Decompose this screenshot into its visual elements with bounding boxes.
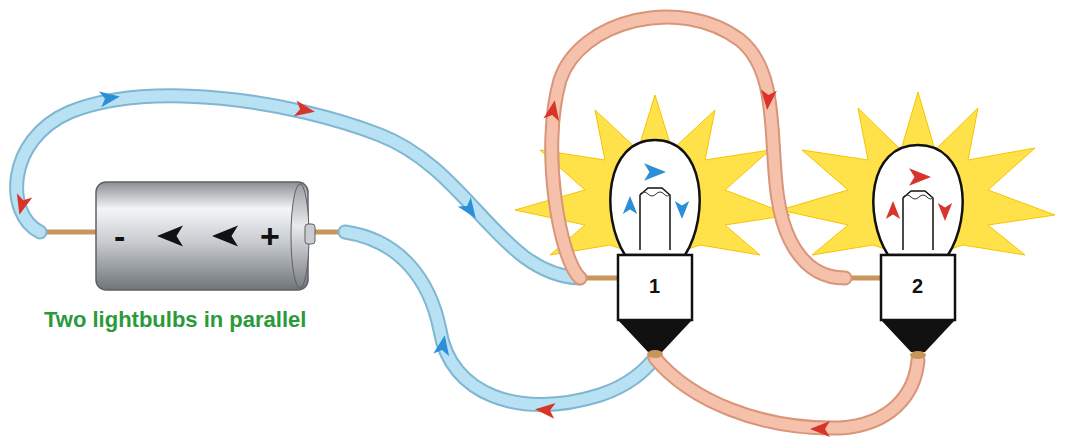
terminal-sign: + — [260, 217, 280, 256]
caption-text: Two lightbulbs in parallel — [44, 307, 306, 333]
callout-number: 2 — [912, 275, 923, 298]
light-burst — [780, 92, 1055, 260]
wires — [17, 17, 918, 428]
callout-number: 1 — [649, 275, 660, 298]
current-arrows — [12, 89, 830, 437]
terminal-wire — [40, 230, 98, 235]
lightbulb — [610, 140, 699, 358]
battery — [96, 182, 315, 290]
terminal-sign: - — [114, 217, 125, 256]
lightbulb — [873, 145, 962, 359]
